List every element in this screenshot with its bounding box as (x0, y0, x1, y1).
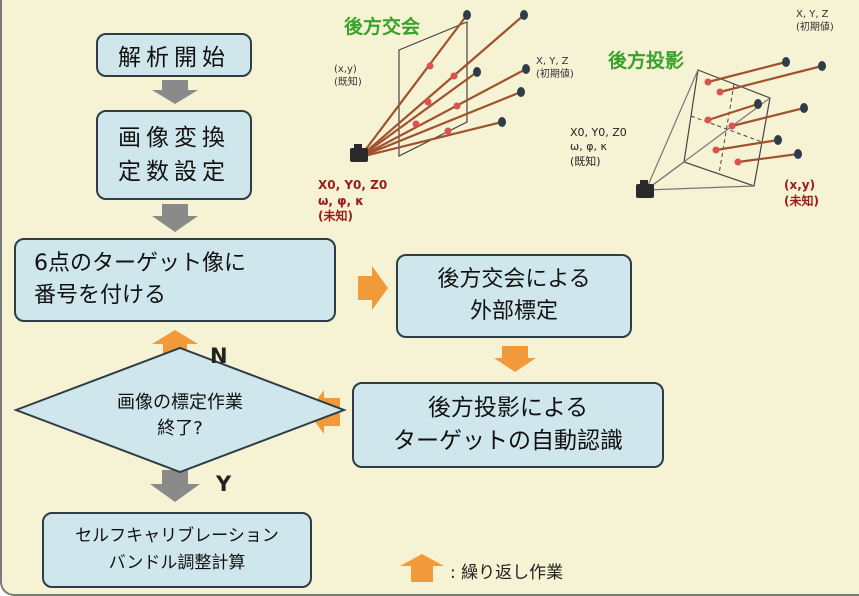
bundle-line2: バンドル調整計算 (108, 553, 246, 573)
orange-arrow-resection-to-projection (494, 346, 536, 372)
numbering-line2: 番号を付ける (34, 283, 167, 308)
resection-image-coords-line2: (既知) (334, 77, 362, 88)
label-n: N (210, 344, 228, 368)
projection-diagram (636, 57, 826, 198)
decision-line2: 終了? (157, 418, 203, 440)
projection-camera-line1: X0, Y0, Z0 (570, 126, 627, 139)
projection-object-coords-line2: (初期値) (796, 22, 834, 33)
projection-object-coords: X, Y, Z (初期値) (796, 8, 834, 34)
projection-image-points (704, 78, 742, 166)
resection-object-coords-line2: (初期値) (536, 69, 574, 80)
projection-rays (707, 60, 823, 164)
transform-const-box: 画像変換 定数設定 (96, 110, 252, 200)
resection-object-coords: X, Y, Z (初期値) (536, 55, 574, 81)
gray-arrow-decision-to-bundle (150, 470, 200, 502)
orange-arrow-number-to-resection (358, 266, 388, 310)
resection-object-coords-line1: X, Y, Z (536, 56, 569, 67)
projection-object-coords-line1: X, Y, Z (796, 9, 829, 20)
start-box: 解析開始 (96, 33, 252, 77)
transform-const-line2: 定数設定 (118, 159, 230, 185)
transform-const-line1: 画像変換 (118, 124, 230, 151)
projection-line2: ターゲットの自動認識 (393, 428, 623, 454)
resection-title: 後方交会 (344, 16, 421, 38)
decision-text: 画像の標定作業 終了? (60, 390, 300, 442)
resection-image-points (412, 62, 461, 135)
projection-image-coords-line1: (x,y) (784, 178, 816, 192)
resection-camera-line1: X0, Y0, Z0 (318, 178, 388, 192)
resection-camera-line2: ω, φ, κ (318, 193, 364, 208)
resection-box: 後方交会による 外部標定 (396, 254, 632, 338)
resection-line2: 外部標定 (469, 299, 558, 324)
bundle-box: セルフキャリブレーション バンドル調整計算 (42, 512, 312, 588)
projection-line1: 後方投影による (427, 394, 589, 421)
decision-diamond (13, 346, 347, 474)
resection-rays (359, 14, 527, 159)
gray-arrow-start-to-const (152, 80, 198, 104)
resection-diagram (350, 10, 530, 162)
projection-camera-icon (636, 180, 654, 198)
projection-box: 後方投影による ターゲットの自動認識 (352, 382, 664, 468)
bundle-line1: セルフキャリブレーション (75, 525, 279, 546)
projection-object-points (754, 57, 826, 159)
resection-camera-icon (350, 144, 368, 162)
numbering-box: 6点のターゲット像に 番号を付ける (14, 238, 336, 322)
resection-image-plane (398, 21, 468, 157)
resection-image-coords-line1: (x,y) (334, 64, 357, 75)
projection-image-coords: (x,y) (未知) (784, 178, 819, 209)
projection-image-coords-line2: (未知) (784, 193, 819, 208)
projection-camera-line2: ω, φ, κ (570, 140, 607, 154)
resection-camera-params: X0, Y0, Z0 ω, φ, κ (未知) (318, 178, 387, 225)
resection-object-points (463, 10, 530, 127)
resection-camera-line3: (未知) (318, 209, 353, 224)
resection-line1: 後方交会による (437, 267, 591, 293)
gray-arrow-const-to-number (152, 204, 198, 232)
projection-camera-line3: (既知) (570, 154, 601, 168)
legend-text: : 繰り返し作業 (450, 563, 564, 583)
decision-line1: 画像の標定作業 (117, 392, 243, 413)
label-y: Y (216, 472, 232, 496)
resection-image-coords: (x,y) (既知) (334, 63, 362, 89)
projection-camera-params: X0, Y0, Z0 ω, φ, κ (既知) (570, 126, 627, 169)
projection-title: 後方投影 (608, 50, 685, 72)
start-label: 解析開始 (118, 45, 230, 71)
legend-orange-arrow-icon (400, 554, 444, 582)
numbering-line1: 6点のターゲット像に (34, 251, 246, 277)
projection-gray-rays (645, 69, 771, 191)
